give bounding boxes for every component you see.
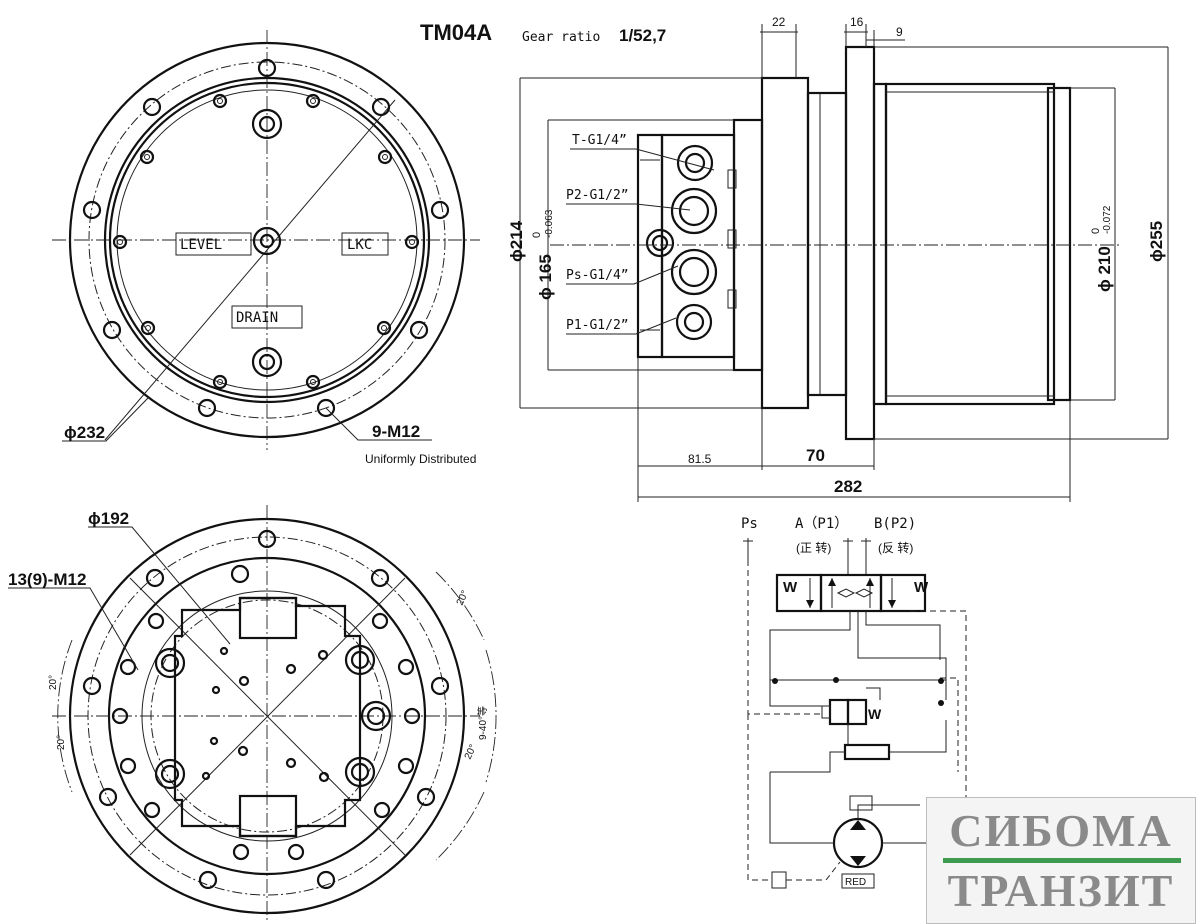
- logo-line-1: СИБОМА: [949, 805, 1173, 856]
- port-ps-label: Ps-G1/4”: [566, 268, 629, 283]
- bottom-inner-bolt-holes: [111, 564, 421, 861]
- brake-red-label: RED: [845, 877, 866, 888]
- lkc-label: LKC: [347, 237, 372, 253]
- gear-ratio-label: Gear ratio: [522, 30, 600, 45]
- center-port: [252, 226, 282, 256]
- dim-70: 70: [806, 446, 825, 465]
- port-ps: [645, 228, 675, 258]
- port-b-symbol: B(P2): [874, 516, 916, 532]
- dia-214-label: ϕ214: [507, 220, 526, 262]
- logo-green-bar: [943, 858, 1181, 863]
- valve-holes: [201, 646, 330, 783]
- angle-9-40: 9-40°等: [476, 706, 489, 740]
- watermark-logo: СИБОМА ТРАНЗИТ: [926, 797, 1196, 924]
- drain-plate: [231, 305, 303, 329]
- dia-210-label: ϕ 210: [1095, 246, 1114, 292]
- angle-20-left-top: 20°: [48, 675, 59, 690]
- direction-reverse: (反 转): [878, 540, 913, 555]
- port-p1: [670, 248, 718, 296]
- port-p1-label: P1-G1/2”: [566, 318, 629, 333]
- logo-line-2: ТРАНЗИТ: [947, 865, 1175, 916]
- port-ps-symbol: Ps: [741, 516, 758, 532]
- level-plate: [175, 232, 252, 256]
- spring-pilot: W: [868, 706, 882, 722]
- dia-165-label: ϕ 165: [536, 254, 555, 300]
- angle-20-left-bottom: 20°: [56, 735, 67, 750]
- front-view: LEVEL LKC DRAIN ϕ232 9-M12 Uniformly Dis…: [52, 30, 480, 466]
- direction-forward: (正 转): [796, 540, 831, 555]
- level-label: LEVEL: [180, 237, 222, 253]
- bottom-bolts-label: 13(9)-M12: [8, 570, 86, 589]
- hydraulic-schematic: Ps A（P1） B(P2) (正 转) (反 转) W W: [741, 516, 967, 889]
- bottom-outer-bolt-holes: [82, 529, 450, 890]
- gear-ratio-value: 1/52,7: [619, 26, 666, 45]
- drain-port: [251, 346, 283, 378]
- drain-label: DRAIN: [236, 310, 278, 326]
- spring-left: W: [783, 579, 798, 596]
- dia-165-tolerance: -0.063: [544, 209, 555, 238]
- large-ports: [154, 644, 392, 790]
- front-bolts-note: Uniformly Distributed: [365, 452, 476, 466]
- angle-20-right-bottom: 20°: [463, 743, 479, 761]
- port-bottom: [675, 303, 713, 341]
- model-name: TM04A: [420, 20, 492, 45]
- dim-22: 22: [772, 15, 786, 29]
- dim-16: 16: [850, 15, 864, 29]
- side-view: 22 16 9 ϕ214 ϕ 165 0 -0.063 ϕ 210 0 -0.0…: [507, 15, 1169, 502]
- bottom-view: 20° 20° 20° 9-40°等 20° ϕ192 13(9)-M12: [8, 505, 497, 920]
- front-bolts-label: 9-M12: [372, 422, 420, 441]
- outer-bolt-holes: [82, 58, 450, 418]
- title-block: TM04A Gear ratio 1/52,7: [420, 20, 666, 45]
- front-diameter-label: ϕ232: [64, 423, 105, 442]
- angle-20-right-top: 20°: [455, 589, 471, 607]
- bottom-diameter-label: ϕ192: [88, 509, 129, 528]
- inner-bolt-holes: [112, 93, 420, 390]
- port-t: [676, 144, 714, 182]
- port-p2-label: P2-G1/2”: [566, 188, 629, 203]
- lkc-plate: [341, 232, 389, 256]
- dim-282: 282: [834, 477, 862, 496]
- dim-9: 9: [896, 25, 903, 39]
- dia-255-label: ϕ255: [1147, 221, 1166, 262]
- port-p2: [670, 187, 718, 235]
- port-t-label: T-G1/4”: [572, 133, 627, 148]
- port-a-symbol: A（P1）: [795, 516, 848, 532]
- top-port: [251, 108, 283, 140]
- dia-165-zero: 0: [531, 232, 543, 238]
- dia-210-tolerance: -0.072: [1102, 205, 1113, 234]
- spring-right: W: [914, 579, 929, 596]
- dim-81-5: 81.5: [688, 452, 712, 466]
- dia-210-zero: 0: [1090, 228, 1102, 234]
